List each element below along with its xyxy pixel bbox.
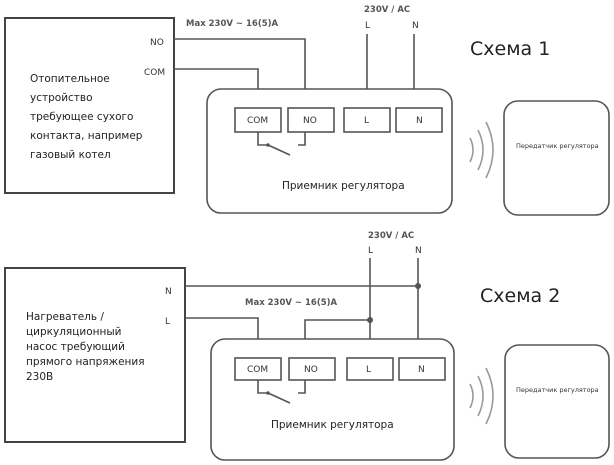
scheme-1: Отопительное устройство требующее сухого… [4, 5, 610, 216]
terminal-l [346, 357, 394, 381]
device-desc-line-1: Нагреватель / [26, 311, 104, 323]
terminal-no [288, 357, 336, 381]
transmitter-label: Передатчик регулятора [516, 386, 599, 394]
pin-no-label: NO [150, 38, 164, 48]
junction-l [367, 317, 373, 323]
relay-switch-icon [257, 132, 306, 156]
terminal-l-label: L [364, 116, 369, 126]
terminal-no-label: NO [303, 116, 317, 126]
supply-label: 230V / AC [364, 5, 410, 15]
transmitter-box [503, 100, 610, 216]
heating-device-box [4, 17, 175, 194]
wire-no [174, 38, 306, 108]
supply-n-label: N [412, 21, 419, 31]
junction-n [415, 283, 421, 289]
device-desc-line-2: циркуляционный [26, 326, 121, 338]
heater-device-box [4, 267, 186, 443]
radio-signal-icon [469, 367, 494, 425]
terminal-l [343, 107, 391, 133]
transmitter-label: Передатчик регулятора [516, 142, 599, 150]
terminal-no-label: NO [304, 365, 318, 375]
terminal-com-label: COM [247, 365, 268, 375]
supply-l-label: L [365, 21, 370, 31]
device-desc-line-3: насос требующий [26, 341, 125, 353]
terminal-n [398, 357, 446, 381]
device-desc-line-2: устройство [30, 92, 93, 104]
device-desc-line-3: требующее сухого [30, 111, 133, 123]
terminal-no [287, 107, 335, 133]
device-desc-line-5: 230В [26, 371, 53, 383]
terminal-l-label: L [366, 365, 371, 375]
device-desc-line-5: газовый котел [30, 149, 111, 161]
radio-signal-icon [469, 121, 494, 179]
pin-l-label: L [165, 317, 170, 327]
scheme-2: Нагреватель / циркуляционный насос требу… [4, 231, 610, 461]
device-desc-line-1: Отопительное [30, 73, 110, 85]
receiver-label: Приемник регулятора [271, 419, 394, 431]
terminal-n-label: N [418, 365, 425, 375]
supply-label: 230V / AC [368, 231, 414, 241]
terminal-n [395, 107, 443, 133]
supply-l-label: L [368, 246, 373, 256]
transmitter-box [504, 344, 610, 459]
scheme-2-title: Схема 2 [480, 285, 560, 307]
receiver-box [210, 338, 455, 461]
scheme-1-title: Схема 1 [470, 38, 550, 60]
device-desc-line-4: прямого напряжения [26, 356, 145, 368]
terminal-n-label: N [416, 116, 423, 126]
max-rating-label: Max 230V ~ 16(5)A [245, 298, 338, 308]
max-rating-label: Max 230V ~ 16(5)A [186, 19, 279, 29]
pin-com-label: COM [144, 68, 165, 78]
supply-n-label: N [415, 246, 422, 256]
device-desc-line-4: контакта, например [30, 130, 143, 142]
terminal-com-label: COM [247, 116, 268, 126]
pin-n-label: N [165, 287, 172, 297]
receiver-label: Приемник регулятора [282, 180, 405, 192]
relay-switch-icon [257, 380, 306, 404]
